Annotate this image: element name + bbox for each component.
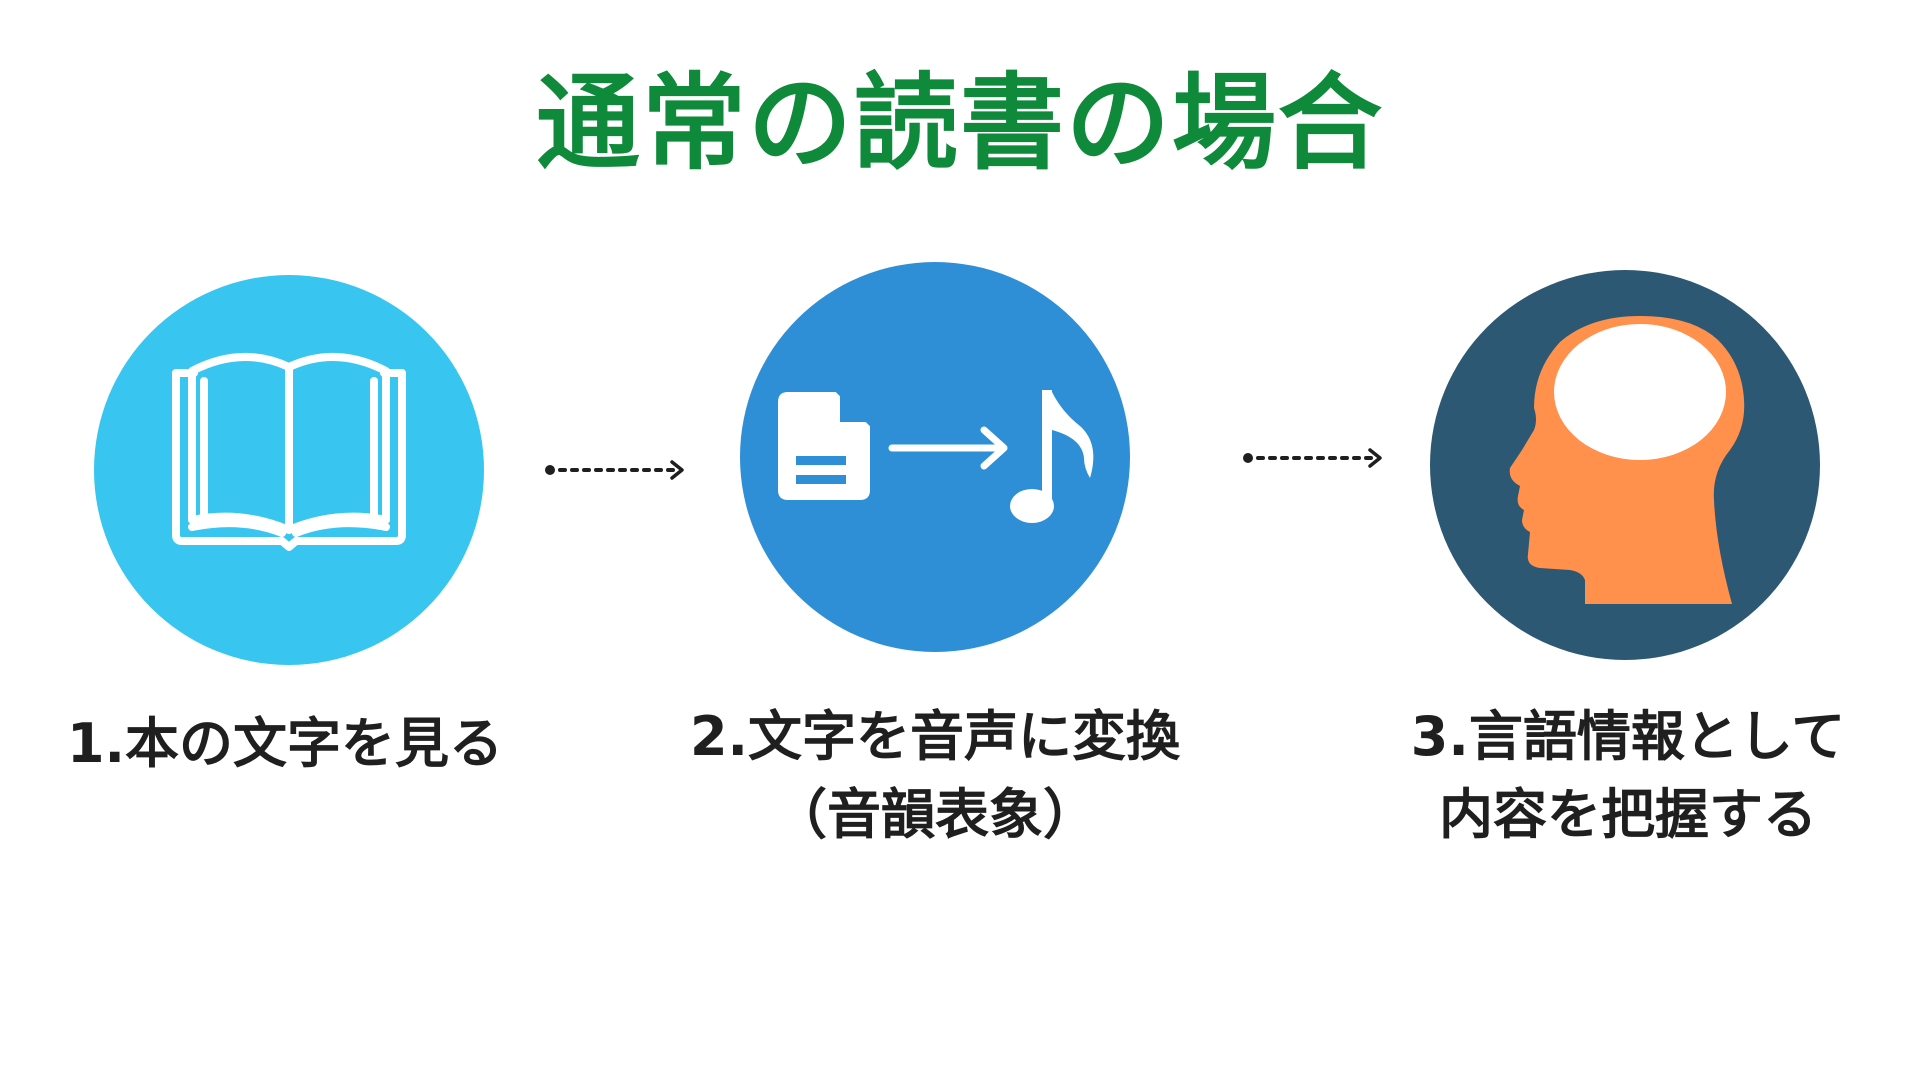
step-3-label-line-1: 3.言語情報として: [1410, 705, 1846, 768]
step-3-circle: [1430, 270, 1820, 660]
document-to-sound-icon: [778, 387, 1094, 523]
step-1-label-line-1: 1.本の文字を見る: [66, 712, 504, 775]
step-3-label-line-2: 内容を把握する: [1439, 783, 1817, 846]
step-3-label: 3.言語情報として 内容を把握する: [1318, 698, 1920, 854]
head-brain-icon: [1509, 316, 1745, 604]
diagram-title: 通常の読書の場合: [535, 62, 1384, 184]
step-2-label-line-2: （音韻表象）: [773, 783, 1097, 846]
step-1-label: 1.本の文字を見る: [0, 705, 595, 783]
step-2-circle: [740, 262, 1130, 652]
step-2-label: 2.文字を音声に変換 （音韻表象）: [625, 698, 1245, 854]
open-book-icon: [172, 352, 406, 551]
dotted-arrow-icon: [545, 460, 684, 480]
step-2-label-line-1: 2.文字を音声に変換: [689, 705, 1181, 768]
dotted-arrow-icon: [1243, 448, 1382, 468]
connector-arrow-2: [1242, 446, 1392, 470]
step-1-circle: [94, 275, 484, 665]
connector-arrow-1: [544, 458, 694, 482]
